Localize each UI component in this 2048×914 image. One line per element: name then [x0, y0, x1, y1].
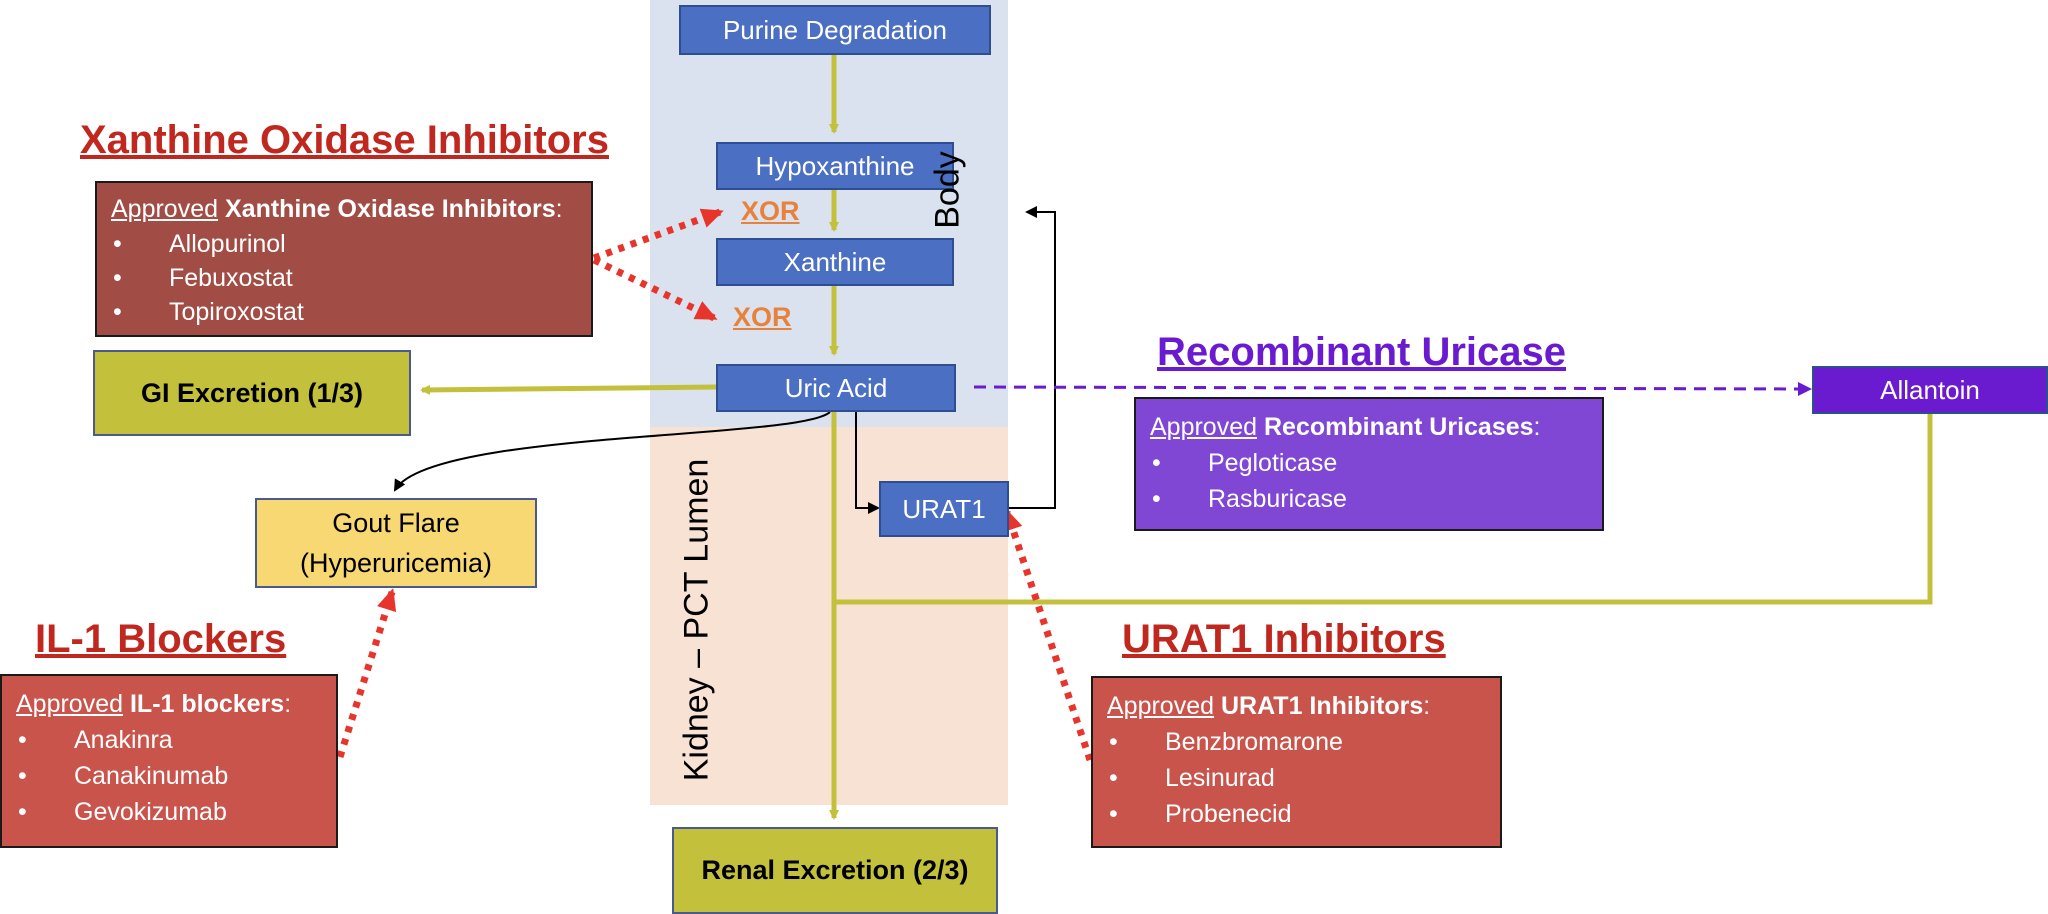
purine-degradation-node: Purine Degradation	[679, 5, 991, 55]
inhibition-arrows	[336, 208, 1094, 762]
gi-excretion-box: GI Excretion (1/3)	[93, 350, 411, 436]
urat1-inhibitor-to-urat1-arrow	[1003, 508, 1094, 762]
uricase-box-header: Approved Recombinant Uricases:	[1150, 413, 1541, 441]
list-item: •Topiroxostat	[113, 298, 304, 326]
list-item: •Anakinra	[18, 726, 173, 754]
urat1-inhibitors-heading: URAT1 Inhibitors	[1122, 617, 1446, 661]
urat1-loop-arrows	[393, 206, 1056, 514]
list-item: •Febuxostat	[113, 264, 293, 292]
xo-inhibitors-box-header: Approved Xanthine Oxidase Inhibitors:	[111, 195, 563, 223]
urat1-inhibitors-box-header: Approved URAT1 Inhibitors:	[1107, 692, 1431, 720]
uric-acid-to-urat1-arrow	[855, 412, 880, 514]
hypoxanthine-node: Hypoxanthine	[716, 142, 954, 190]
gout-flare-box: Gout Flare (Hyperuricemia)	[255, 498, 537, 588]
xanthine-node: Xanthine	[716, 238, 954, 286]
urat1-inhibitors-box: Approved URAT1 Inhibitors: •Benzbromaron…	[1091, 676, 1502, 848]
allantoin-to-renal-line	[834, 414, 1933, 605]
flow-arrows	[420, 55, 1933, 820]
gout-flare-subtitle: (Hyperuricemia)	[299, 548, 493, 578]
list-item: •Benzbromarone	[1109, 728, 1343, 756]
xo-to-xor-lower-arrow	[592, 256, 718, 322]
il1-blockers-list: •Anakinra •Canakinumab •Gevokizumab	[16, 722, 322, 830]
urat1-inhibitors-list: •Benzbromarone •Lesinurad •Probenecid	[1107, 724, 1486, 832]
xor-label-lower: XOR	[733, 302, 792, 332]
uricase-box: Approved Recombinant Uricases: •Peglotic…	[1134, 397, 1604, 531]
kidney-region-label: Kidney – PCT Lumen	[677, 458, 716, 782]
xor-label-upper: XOR	[741, 196, 800, 226]
list-item: •Probenecid	[1109, 800, 1292, 828]
list-item: •Rasburicase	[1152, 485, 1347, 513]
gout-flare-title: Gout Flare	[332, 508, 460, 538]
uric-acid-to-gi-arrow	[420, 384, 717, 395]
xo-inhibitors-list: •Allopurinol •Febuxostat •Topiroxostat	[111, 227, 577, 329]
list-item: •Canakinumab	[18, 762, 229, 790]
list-item: •Pegloticase	[1152, 449, 1338, 477]
uricase-heading: Recombinant Uricase	[1157, 330, 1567, 374]
urat1-reabsorption-arrow	[1009, 206, 1056, 509]
uricase-list: •Pegloticase •Rasburicase	[1150, 445, 1588, 517]
uric-acid-node: Uric Acid	[716, 364, 956, 412]
uricase-conversion-arrow	[973, 381, 1812, 396]
uric-acid-to-gout-arrow	[393, 411, 831, 492]
xo-to-xor-upper-arrow	[592, 208, 724, 262]
il1-to-gout-arrow	[336, 588, 397, 759]
list-item: •Lesinurad	[1109, 764, 1275, 792]
xo-inhibitors-heading: Xanthine Oxidase Inhibitors	[80, 118, 609, 162]
il1-blockers-box: Approved IL-1 blockers: •Anakinra •Canak…	[0, 674, 338, 848]
body-region-label: Body	[928, 151, 967, 229]
urat1-node: URAT1	[879, 481, 1009, 537]
allantoin-node: Allantoin	[1812, 366, 2048, 414]
xo-inhibitors-box: Approved Xanthine Oxidase Inhibitors: •A…	[95, 181, 593, 337]
list-item: •Allopurinol	[113, 230, 286, 258]
list-item: •Gevokizumab	[18, 798, 227, 826]
il1-blockers-heading: IL-1 Blockers	[35, 617, 287, 661]
renal-excretion-box: Renal Excretion (2/3)	[672, 827, 998, 914]
il1-blockers-box-header: Approved IL-1 blockers:	[16, 690, 292, 718]
